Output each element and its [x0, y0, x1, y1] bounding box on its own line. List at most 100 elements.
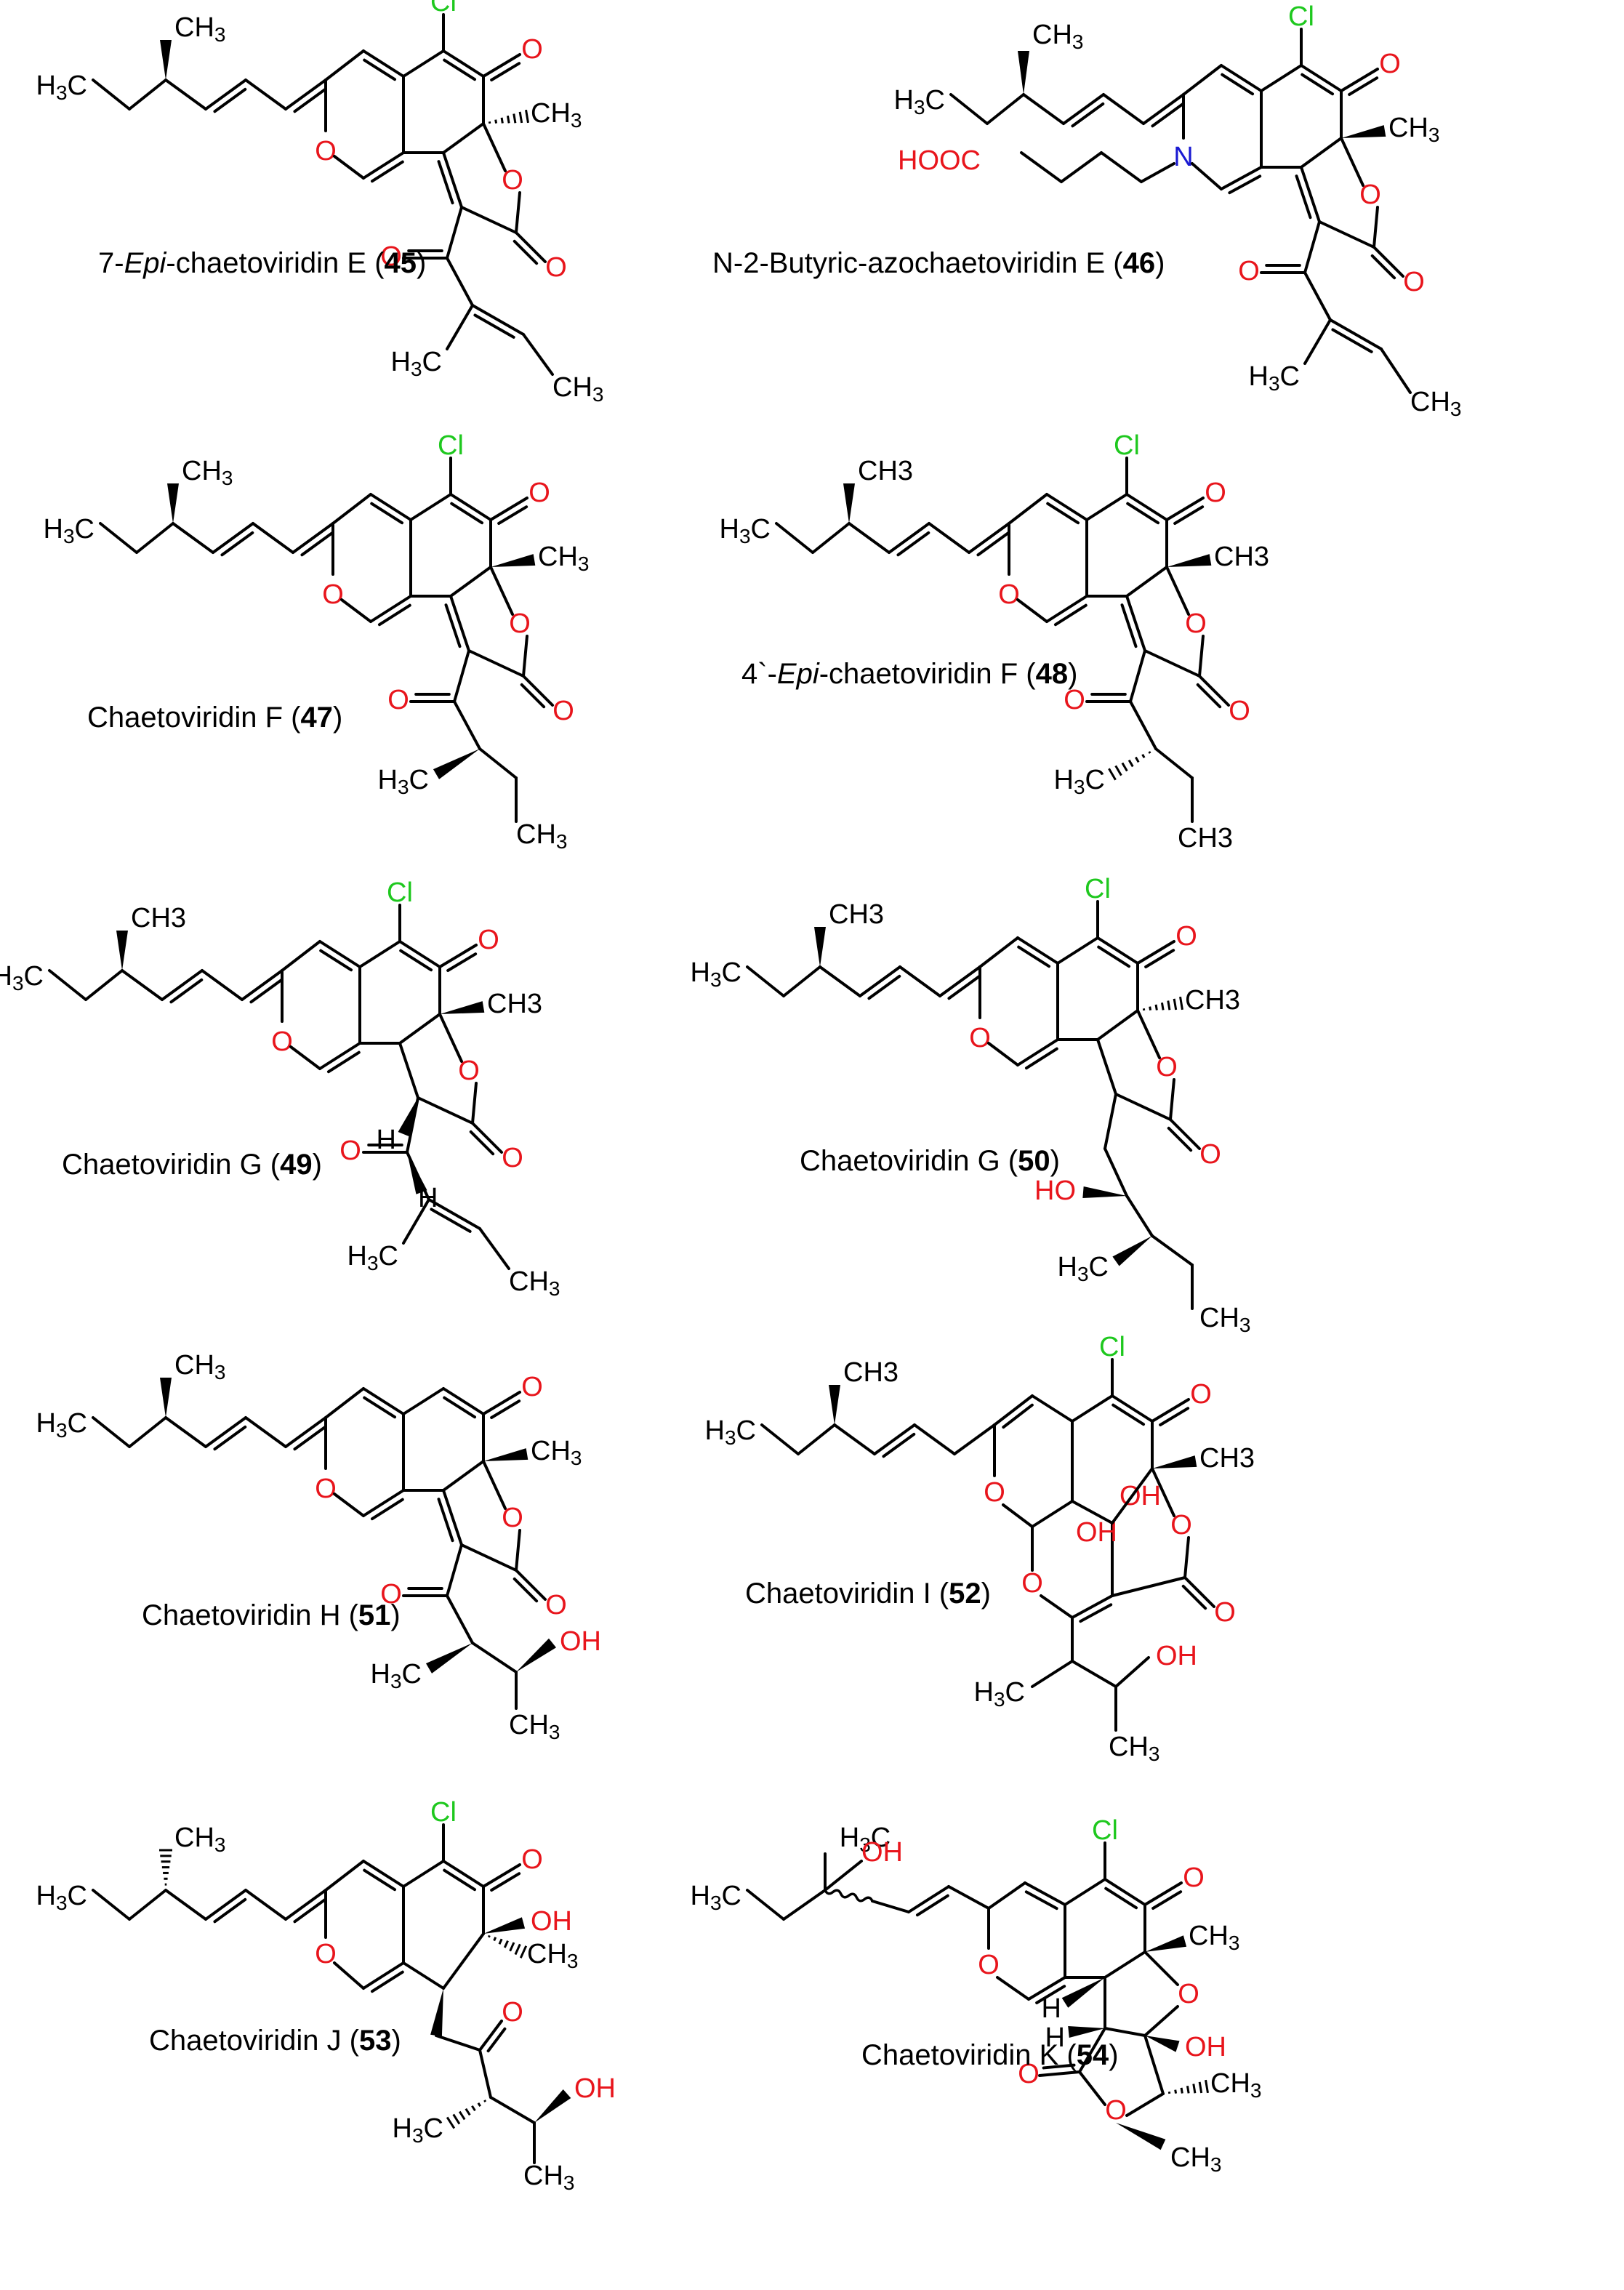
bond: [968, 522, 1010, 554]
methyl-label: CH3: [1170, 2142, 1221, 2176]
oxygen-label: O: [1190, 1379, 1212, 1410]
bond: [300, 531, 334, 557]
bond: [522, 333, 554, 376]
bond: [1104, 1887, 1138, 1910]
methyl-label: H3C: [1054, 765, 1105, 798]
bond: [819, 965, 861, 997]
methyl-label: H3C: [1249, 361, 1300, 395]
bond: [446, 1543, 463, 1597]
bond: [482, 1460, 507, 1510]
wedge-bond: [1082, 1186, 1127, 1198]
hash-bond: [503, 1940, 509, 1948]
bond: [1331, 328, 1373, 353]
bond: [859, 965, 901, 997]
compound-number: 47: [300, 702, 333, 734]
bond: [99, 522, 138, 554]
methyl-label: CH3: [1199, 1443, 1255, 1474]
bond: [324, 1860, 365, 1892]
bond: [437, 160, 454, 205]
bond: [442, 1860, 485, 1888]
compound-name-54: Chaetoviridin K (54): [861, 2039, 1119, 2071]
bond: [362, 1961, 405, 1990]
bond: [1300, 64, 1343, 92]
hash-bond: [512, 113, 517, 124]
methyl-label: H3C: [720, 514, 771, 547]
bond: [996, 1976, 1030, 2001]
hash-bond: [1173, 998, 1178, 1011]
bond: [1031, 1660, 1074, 1688]
bond: [417, 1096, 474, 1125]
bond: [293, 87, 327, 113]
bond: [478, 2020, 503, 2052]
hash-bond: [514, 1943, 521, 1956]
methyl-label: H3C: [0, 961, 44, 995]
bond: [1104, 1950, 1146, 1979]
bond: [1220, 64, 1263, 92]
bond: [362, 49, 405, 78]
compound-number: 54: [1077, 2039, 1109, 2071]
oxygen-label: O: [1170, 1510, 1192, 1540]
hash-bond: [519, 1945, 528, 1958]
bond: [164, 79, 207, 111]
bond: [515, 1529, 521, 1572]
bond: [1154, 747, 1194, 779]
compound-number: 46: [1123, 247, 1156, 279]
compound-number: 50: [1018, 1145, 1050, 1177]
wedge-bond: [1061, 1977, 1105, 2008]
bond: [442, 122, 485, 154]
bond: [318, 1042, 361, 1070]
bond: [1078, 2027, 1106, 2073]
bond: [760, 1423, 800, 1455]
bond: [1096, 1038, 1117, 1096]
bond: [482, 122, 507, 172]
compound-name-49: Chaetoviridin G (49): [62, 1149, 322, 1181]
chlorine-label: Cl: [1092, 1815, 1118, 1846]
bond: [244, 1416, 287, 1448]
methyl-label: CH3: [1410, 387, 1461, 420]
methyl-label: H3C: [347, 1241, 398, 1274]
bond: [326, 1050, 361, 1074]
bond: [1165, 566, 1190, 616]
bond: [84, 969, 124, 1001]
bond: [978, 936, 1019, 968]
bond: [478, 1227, 510, 1270]
bond: [1071, 102, 1105, 128]
methyl-label: H3C: [371, 1659, 422, 1692]
bond: [782, 1889, 827, 1921]
bond: [1104, 1147, 1128, 1197]
bond: [164, 1416, 207, 1448]
methyl-label: H3C: [44, 514, 95, 547]
bond: [249, 978, 284, 1004]
wedge-bond: [1112, 1236, 1152, 1266]
wedge-bond: [1018, 51, 1029, 95]
bond: [1151, 1398, 1190, 1423]
bond: [293, 1897, 327, 1924]
hydroxyl-label: HO: [1034, 1176, 1076, 1206]
bond: [444, 603, 462, 648]
bond: [1125, 595, 1146, 652]
compound-number: 45: [385, 247, 417, 279]
oxygen-label: O: [528, 478, 550, 508]
bond: [782, 965, 821, 997]
methyl-label: H3C: [378, 765, 429, 798]
oxygen-label: O: [1064, 685, 1085, 715]
bond: [241, 969, 284, 1001]
bond: [522, 635, 528, 678]
hash-bond: [1114, 765, 1122, 776]
bond: [370, 1498, 404, 1521]
bond: [515, 231, 547, 263]
bond: [1002, 1403, 1034, 1429]
oxygen-label: O: [521, 34, 543, 65]
bond: [486, 2027, 507, 2053]
oxygen-label: O: [1229, 696, 1250, 726]
bond: [1060, 151, 1103, 183]
bond: [1372, 206, 1379, 249]
chlorine-label: Cl: [1099, 1332, 1125, 1362]
bond: [333, 1492, 365, 1517]
methyl-label: CH3: [509, 1266, 560, 1300]
bond: [1022, 93, 1065, 125]
bond: [1301, 73, 1335, 96]
oxygen-label: O: [315, 136, 337, 166]
